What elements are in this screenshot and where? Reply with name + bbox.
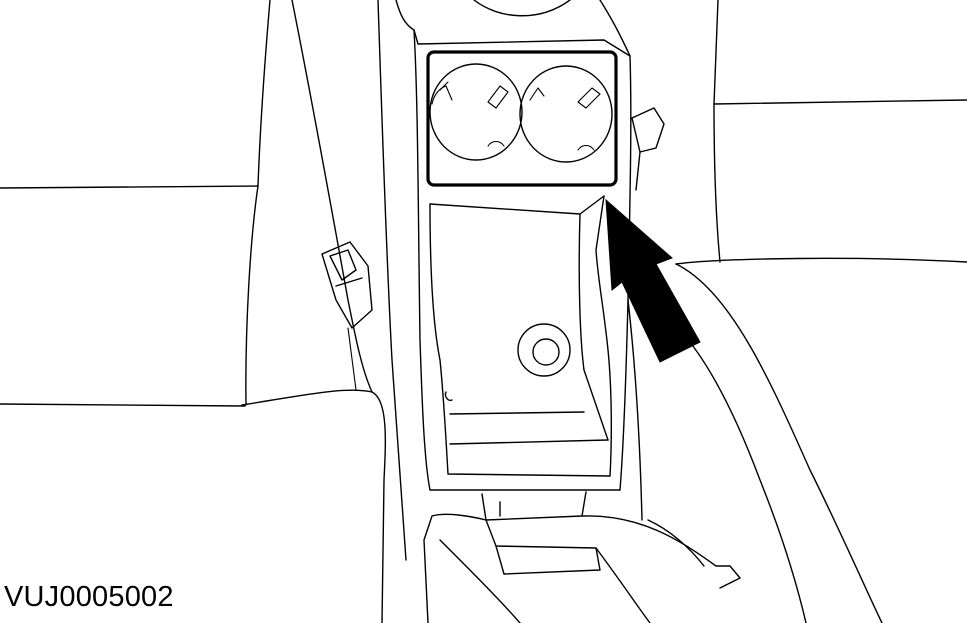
cup-holder-highlight-frame [426, 50, 618, 187]
right-seat-belt-buckle [631, 107, 665, 191]
left-seat [0, 0, 387, 623]
storage-bin [429, 195, 613, 477]
pointer-arrow [605, 198, 701, 363]
gear-selector-area [423, 491, 741, 623]
right-seat [639, 0, 967, 623]
cup-holder-right [519, 65, 613, 163]
left-seat-belt-buckle [321, 241, 373, 391]
cup-holder-left [429, 63, 523, 161]
bin-knob [517, 323, 571, 377]
figure-reference-code: VUJ0005002 [4, 581, 174, 613]
